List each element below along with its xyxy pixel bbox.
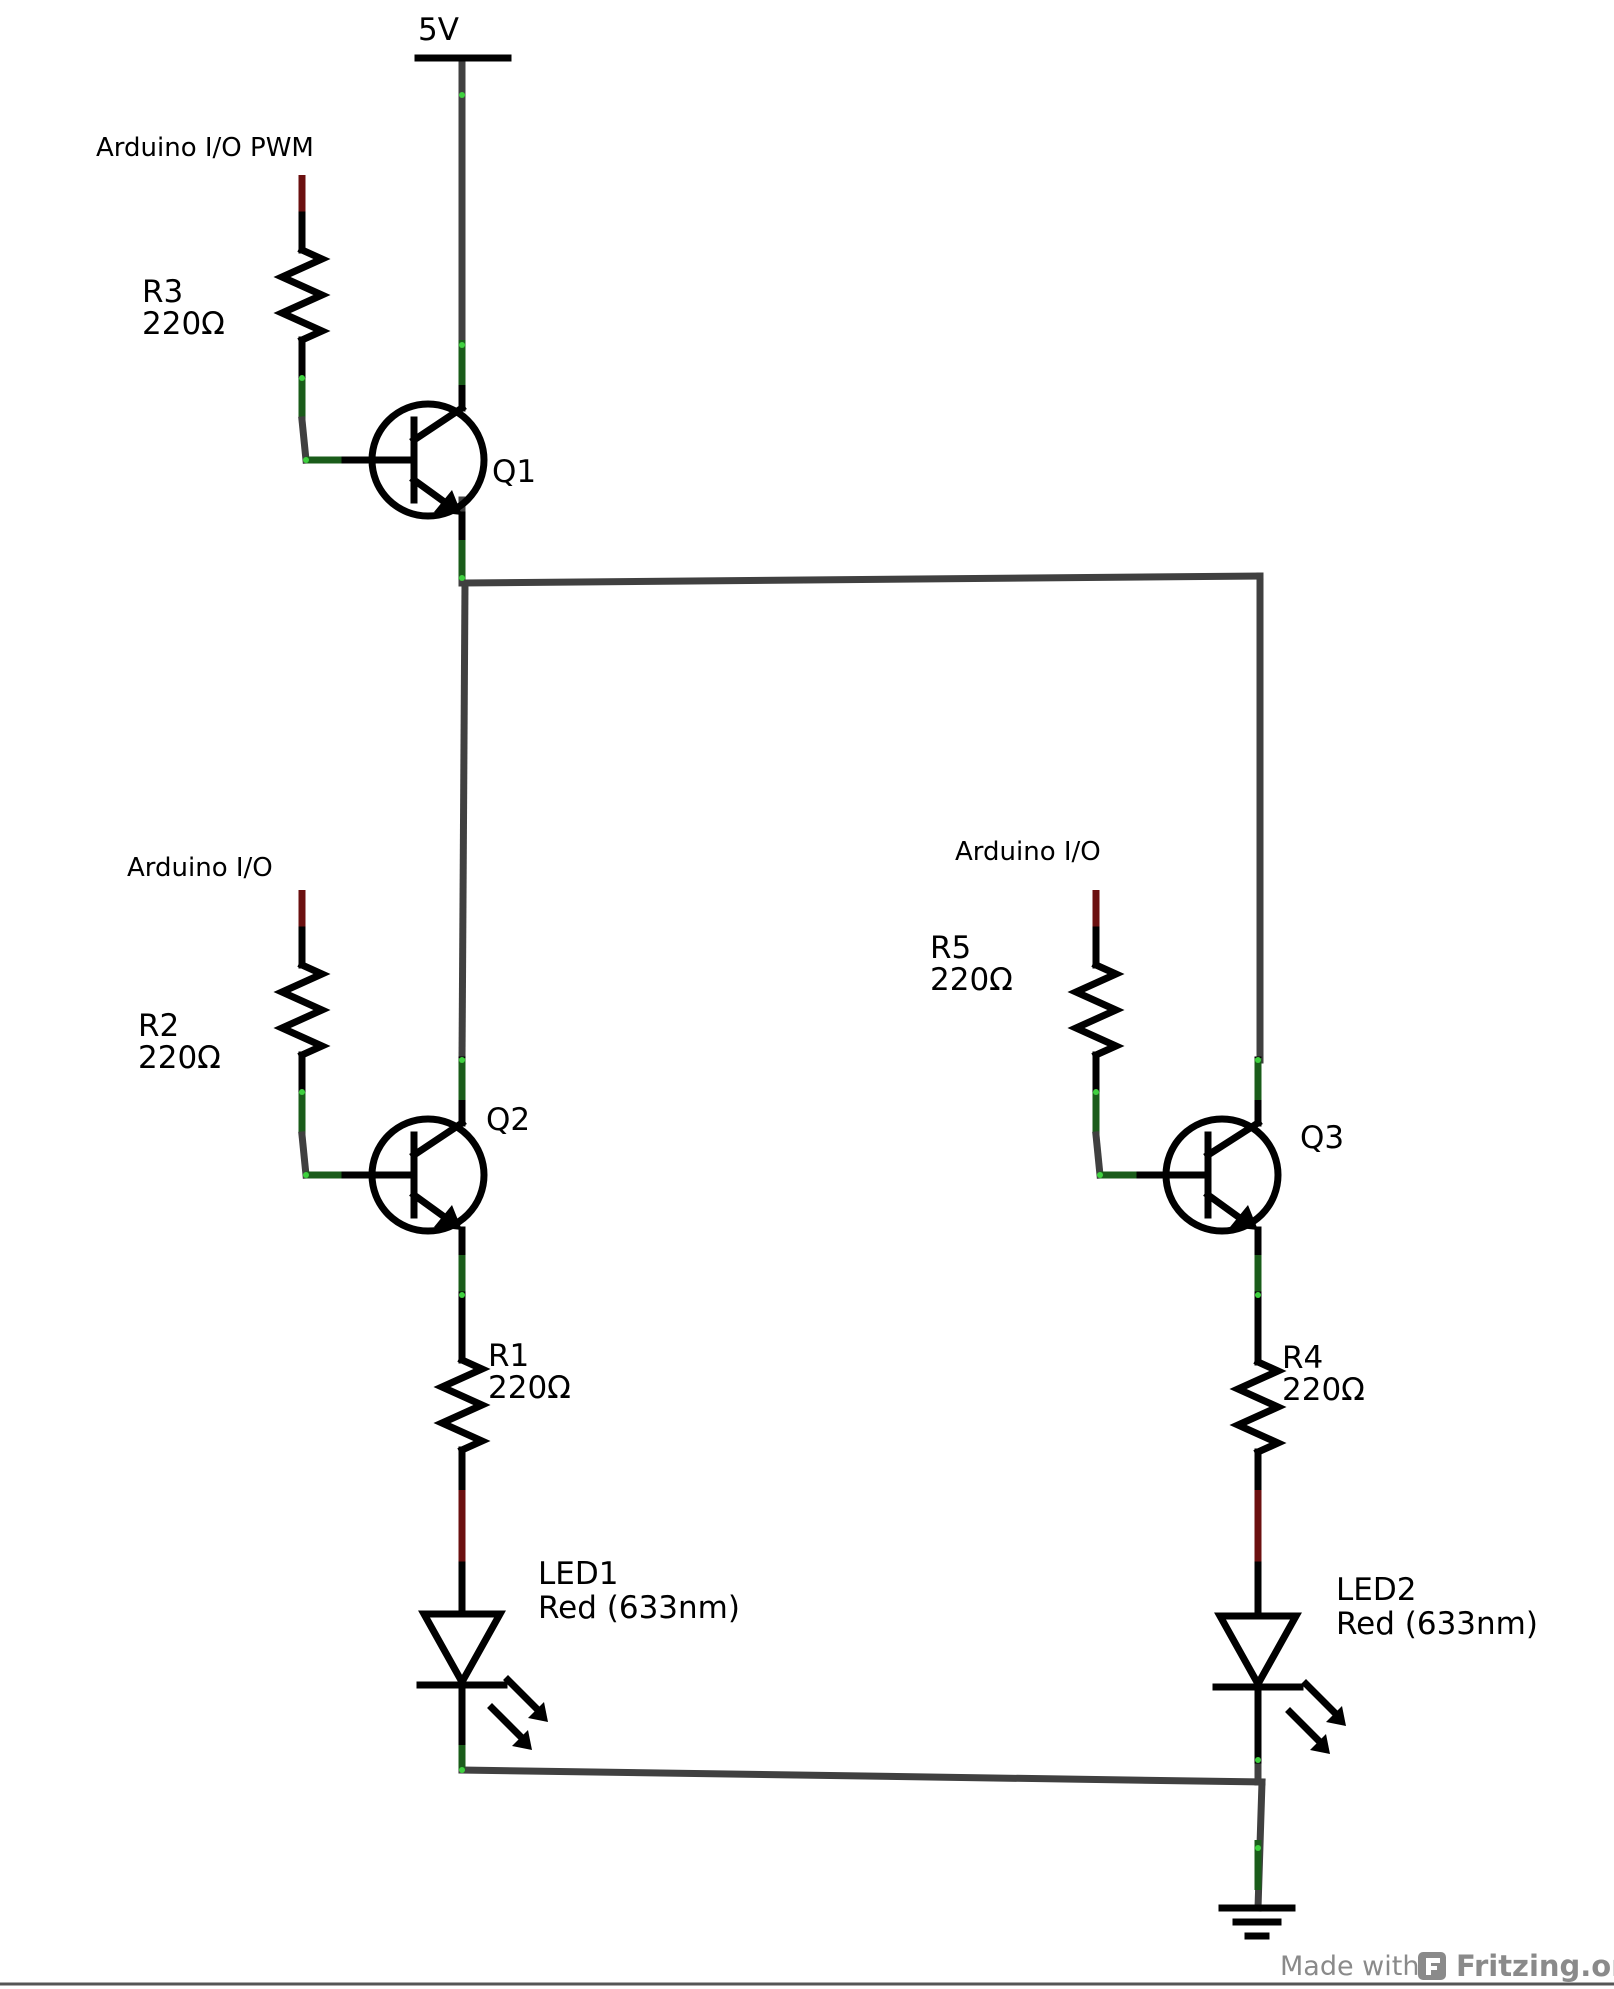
transistor-q1: Q1 bbox=[341, 340, 536, 580]
supply-label: 5V bbox=[418, 12, 459, 48]
led-led2: LED2 Red (633nm) bbox=[1212, 1561, 1538, 1764]
resistor-r2: R2 220Ω bbox=[138, 890, 345, 1179]
transistor-q3: Q3 bbox=[1136, 1056, 1344, 1295]
resistor-r3: R3 220Ω bbox=[142, 175, 345, 464]
q1-label: Q1 bbox=[492, 454, 536, 490]
r3-name: R3 bbox=[142, 274, 183, 310]
r5-name: R5 bbox=[930, 930, 971, 966]
r1-name: R1 bbox=[488, 1338, 529, 1374]
led2-name: LED2 bbox=[1336, 1572, 1416, 1608]
r5-value: 220Ω bbox=[930, 962, 1013, 998]
fritzing-brand-text: Fritzing.org bbox=[1456, 1949, 1614, 1983]
r2-name: R2 bbox=[138, 1008, 179, 1044]
r1-value: 220Ω bbox=[488, 1370, 571, 1406]
q3-label: Q3 bbox=[1300, 1120, 1344, 1156]
ground-symbol bbox=[1218, 1840, 1296, 1940]
transistor-q2: Q2 bbox=[341, 1056, 530, 1295]
resistor-r1: R1 220Ω bbox=[433, 1291, 571, 1565]
footer: Made with Fritzing.org bbox=[0, 1949, 1614, 1986]
resistor-r4: R4 220Ω bbox=[1229, 1291, 1365, 1565]
input-label-pwm: Arduino I/O PWM bbox=[96, 133, 314, 163]
r4-value: 220Ω bbox=[1282, 1372, 1365, 1408]
led1-name: LED1 bbox=[538, 1556, 618, 1592]
r3-value: 220Ω bbox=[142, 306, 225, 342]
q2-label: Q2 bbox=[486, 1102, 530, 1138]
r2-value: 220Ω bbox=[138, 1040, 221, 1076]
fritzing-logo-icon bbox=[1418, 1952, 1446, 1980]
pin-endpoints bbox=[299, 92, 1261, 1851]
led2-value: Red (633nm) bbox=[1336, 1606, 1538, 1642]
supply-5v: 5V bbox=[414, 12, 512, 62]
made-with-text: Made with bbox=[1280, 1951, 1419, 1982]
resistor-r5: R5 220Ω bbox=[930, 890, 1140, 1179]
led1-value: Red (633nm) bbox=[538, 1590, 740, 1626]
input-label-left: Arduino I/O bbox=[127, 853, 273, 883]
led-led1: LED1 Red (633nm) bbox=[416, 1556, 740, 1770]
r4-name: R4 bbox=[1282, 1340, 1323, 1376]
input-label-right: Arduino I/O bbox=[955, 837, 1101, 867]
wires bbox=[458, 56, 1266, 1912]
